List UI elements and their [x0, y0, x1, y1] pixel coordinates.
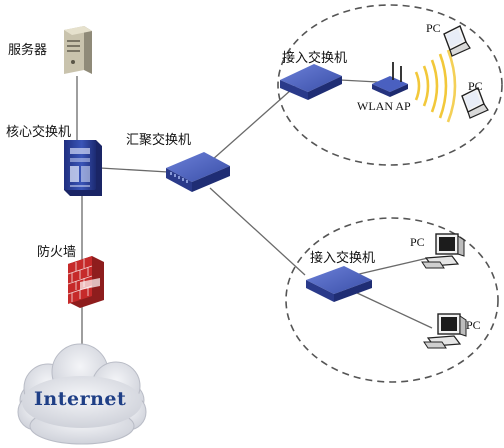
firewall-label: 防火墙: [37, 245, 77, 260]
wired-access-group: [285, 217, 499, 383]
server-icon: [64, 26, 92, 74]
core-switch-icon: [64, 140, 102, 196]
firewall-icon: [67, 256, 104, 308]
wifi-signal-icon: [414, 49, 457, 123]
access-switch-1-label: 接入交换机: [282, 51, 348, 66]
access-switch-2-label: 接入交换机: [310, 251, 376, 266]
link-aggregation-access1: [211, 81, 301, 161]
aggregation-switch-label: 汇聚交换机: [126, 133, 192, 148]
desktop-pc-1-label: PC: [410, 235, 425, 249]
server-label: 服务器: [8, 43, 48, 58]
wireless-access-group: [277, 4, 503, 166]
link-access2-pc2: [354, 291, 433, 329]
link-access2-pc1: [354, 257, 429, 276]
laptop-2-label: PC: [468, 79, 483, 93]
desktop-pc-icon-1: [421, 233, 465, 269]
aggregation-switch-icon: [166, 152, 230, 192]
desktop-pc-icon-2: [423, 313, 467, 349]
laptop-1-label: PC: [426, 21, 441, 35]
wlan-ap-label: WLAN AP: [357, 99, 411, 113]
internet-label: Internet: [34, 388, 127, 410]
link-access1-ap: [339, 79, 379, 83]
desktop-pc-2-label: PC: [466, 318, 481, 332]
core-switch-label: 核心交换机: [6, 125, 72, 140]
links: [76, 76, 433, 362]
access-switch-1-icon: [280, 64, 342, 100]
laptop-icon-1: [443, 25, 471, 57]
link-aggregation-access2: [209, 187, 306, 276]
laptop-icon-2: [461, 87, 489, 119]
access-switch-2-icon: [306, 266, 372, 302]
link-core-aggregation: [99, 167, 169, 173]
wireless-ap-icon: [372, 62, 408, 97]
